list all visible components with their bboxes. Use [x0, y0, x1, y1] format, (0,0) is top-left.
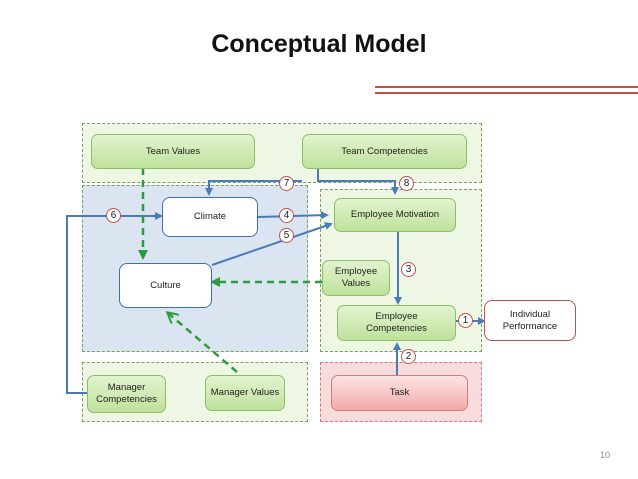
marker-4: 4: [279, 208, 294, 223]
marker-6: 6: [106, 208, 121, 223]
dashed-arrow-manager-values-to-culture: [168, 313, 238, 373]
arrow-team-competencies-to-motivation: [317, 168, 399, 195]
culture-node: Culture: [119, 263, 212, 308]
page-title: Conceptual Model: [211, 30, 427, 58]
manager-competencies-node: Manager Competencies: [87, 375, 166, 413]
page-number: 10: [599, 450, 610, 460]
marker-8: 8: [399, 176, 414, 191]
task-node: Task: [331, 375, 468, 411]
marker-1: 1: [458, 313, 473, 328]
arrow-team-competencies-to-climate: [205, 180, 302, 196]
manager-values-node: Manager Values: [205, 375, 285, 411]
individual-performance-node: Individual Performance: [484, 300, 576, 341]
title-underline-bottom: [375, 92, 638, 94]
marker-2: 2: [401, 349, 416, 364]
team-values-node: Team Values: [91, 134, 255, 169]
team-competencies-node: Team Competencies: [302, 134, 467, 169]
arrow-culture-to-motivation: [211, 222, 333, 266]
employee-values-node: Employee Values: [322, 260, 390, 296]
marker-3: 3: [401, 262, 416, 277]
climate-node: Climate: [162, 197, 258, 237]
marker-5: 5: [279, 228, 294, 243]
marker-7: 7: [279, 176, 294, 191]
title-underline-top: [375, 86, 638, 88]
employee-competencies-node: Employee Competencies: [337, 305, 456, 341]
employee-motivation-node: Employee Motivation: [334, 198, 456, 232]
